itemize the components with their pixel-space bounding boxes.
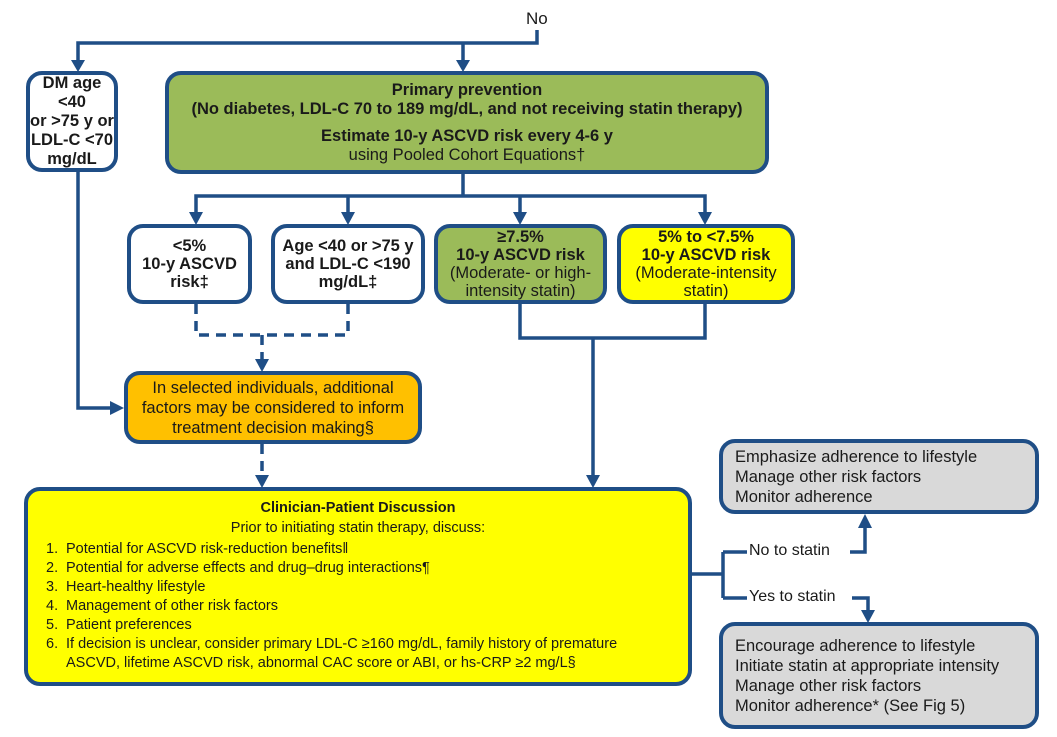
discussion-item: 3. Heart-healthy lifestyle [46,578,674,597]
discussion-subtitle: Prior to initiating statin therapy, disc… [230,520,486,536]
item-number: 5. [46,617,59,633]
statin-to-discussion-connector [518,304,707,478]
outcome-line: Encourage adherence to lifestyle [735,636,976,655]
risk-line: statin) [683,282,729,300]
additional-line: treatment decision making§ [172,418,374,437]
item-text: If decision is unclear, consider primary… [66,636,618,671]
primary-prevention-estimate: Estimate 10-y ASCVD risk every 4-6 y [321,126,613,145]
additional-line: In selected individuals, additional [152,378,394,397]
item-text: Heart-healthy lifestyle [66,579,206,595]
primary-prevention-method: using Pooled Cohort Equations† [348,145,586,164]
primary-prevention-criteria: (No diabetes, LDL-C 70 to 189 mg/dL, and… [191,99,743,118]
item-text: Patient preferences [66,617,192,633]
arrowhead [110,401,124,415]
item-text: Potential for adverse effects and drug–d… [66,560,430,576]
risk-box-5-to-7-5: 5% to <7.5% 10-y ASCVD risk (Moderate-in… [617,224,795,304]
primary-prevention-box: Primary prevention (No diabetes, LDL-C 7… [165,71,769,174]
no-statin-connector [723,526,867,554]
entry-label-no: No [524,9,550,28]
outcome-line: Initiate statin at appropriate intensity [735,656,1000,675]
yes-statin-connector [723,596,870,612]
risk-line: <5% [172,237,207,255]
risk-line: mg/dL‡ [318,273,378,291]
no-to-statin-label: No to statin [747,542,832,560]
arrowhead [255,475,269,488]
yes-to-statin-label: Yes to statin [747,588,838,606]
low-risk-dashed-connector [194,304,350,362]
risk-line: 10-y ASCVD [142,255,237,273]
item-text: Management of other risk factors [66,598,278,614]
arrowhead [341,212,355,225]
primary-prevention-title: Primary prevention [391,80,543,99]
arrowhead [255,359,269,372]
risk-line: 10-y ASCVD risk [641,246,771,264]
item-number: 1. [46,541,59,557]
item-text: Potential for ASCVD risk-reduction benef… [66,541,349,557]
entry-connector [76,30,539,62]
discussion-item: 5. Patient preferences [46,616,674,635]
discussion-item: 4. Management of other risk factors [46,597,674,616]
dm-to-additional-connector [76,172,112,410]
discussion-item: 2. Potential for adverse effects and drug… [46,559,674,578]
additional-factors-box: In selected individuals, additional fact… [124,371,422,444]
additional-line: factors may be considered to inform [141,398,405,417]
dm-line: LDL-C <70 [30,131,114,149]
dm-line: or >75 y or [30,112,114,130]
outcome-line: Monitor adherence* (See Fig 5) [735,696,966,715]
arrowhead [71,60,85,72]
arrowhead [456,60,470,72]
arrowhead [189,212,203,225]
arrowhead [513,212,527,225]
dm-line: mg/dL [47,150,97,168]
risk-line: (Moderate-intensity [635,264,777,282]
dm-line: DM age <40 [42,74,102,111]
risk-line: (Moderate- or high- [449,264,592,282]
risk-line: Age <40 or >75 y [282,237,414,255]
outcome-line: Manage other risk factors [735,676,922,695]
discussion-item: 1. Potential for ASCVD risk-reduction ben… [46,540,674,559]
outcome-line: Manage other risk factors [735,467,922,486]
risk-box-7-5-plus: ≥7.5% 10-y ASCVD risk (Moderate- or high… [434,224,607,304]
risk-line: 5% to <7.5% [658,228,754,246]
outcome-line: Monitor adherence [735,487,873,506]
discussion-split-connector [692,552,725,598]
discussion-item: 6. If decision is unclear, consider prima… [46,635,674,673]
outcome-line: Emphasize adherence to lifestyle [735,447,978,466]
risk-line: 10-y ASCVD risk [456,246,585,264]
discussion-list: 1. Potential for ASCVD risk-reduction ben… [42,540,674,673]
risk-line: and LDL-C <190 [285,255,411,273]
risk-box-under-5: <5% 10-y ASCVD risk‡ [127,224,252,304]
clinician-patient-discussion-box: Clinician-Patient Discussion Prior to in… [24,487,692,686]
primary-split-connector [194,174,707,214]
arrowhead [861,610,875,623]
arrowhead [858,514,872,528]
item-number: 3. [46,579,59,595]
no-statin-outcome-box: Emphasize adherence to lifestyle Manage … [719,439,1039,514]
yes-statin-outcome-box: Encourage adherence to lifestyle Initiat… [719,622,1039,729]
item-number: 4. [46,598,59,614]
discussion-title: Clinician-Patient Discussion [260,500,456,516]
arrowhead [698,212,712,225]
item-number: 2. [46,560,59,576]
risk-line: ≥7.5% [497,228,544,246]
risk-line: intensity statin) [465,282,576,300]
risk-line: risk‡ [170,273,209,291]
arrowhead [586,475,600,488]
risk-box-age-ldl: Age <40 or >75 y and LDL-C <190 mg/dL‡ [271,224,425,304]
item-number: 6. [46,636,59,652]
dm-age-ldl-box: DM age <40 or >75 y or LDL-C <70 mg/dL [26,71,118,172]
arrowheads [71,60,875,623]
